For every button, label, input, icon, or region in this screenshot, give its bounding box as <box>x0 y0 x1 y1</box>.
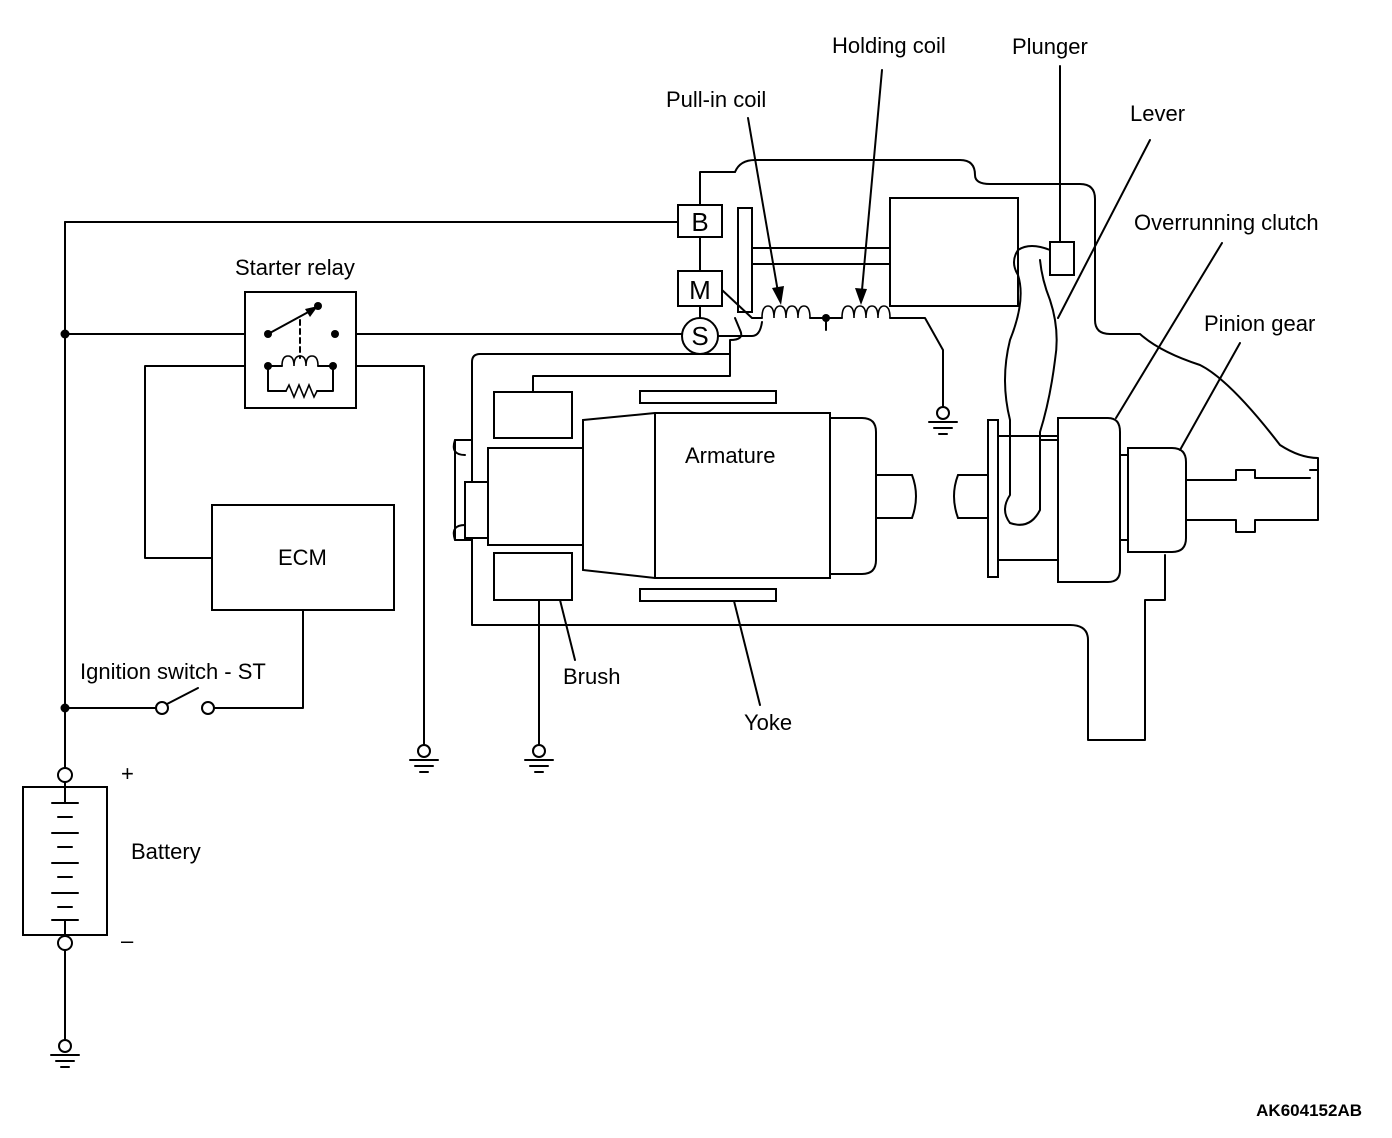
label-ecm: ECM <box>278 545 327 570</box>
yoke-magnets <box>640 391 776 601</box>
ground-solenoid <box>929 407 957 434</box>
label-plunger: Plunger <box>1012 34 1088 59</box>
terminal-b-label: B <box>691 207 708 237</box>
terminal-m <box>678 271 722 306</box>
starter-relay <box>245 292 356 408</box>
label-lever: Lever <box>1130 101 1185 126</box>
brush-assembly <box>494 392 572 745</box>
leader-lines <box>560 66 1240 705</box>
label-battery: Battery <box>131 839 201 864</box>
label-armature: Armature <box>685 443 775 468</box>
label-ignition-switch: Ignition switch - ST <box>80 659 266 684</box>
solenoid-coils <box>718 290 943 407</box>
label-battery-minus: – <box>121 928 134 953</box>
wiring <box>65 172 735 1040</box>
label-brush: Brush <box>563 664 620 689</box>
terminal-b <box>678 205 722 237</box>
ecm <box>212 505 394 610</box>
battery-symbol <box>23 768 107 950</box>
armature-assembly <box>465 413 990 578</box>
starter-housing <box>454 160 1318 740</box>
ignition-switch <box>156 688 214 714</box>
ground-relay <box>410 745 438 772</box>
label-starter-relay: Starter relay <box>235 255 355 280</box>
drive-assembly <box>988 250 1318 582</box>
junction-dots <box>60 329 70 713</box>
label-battery-plus: + <box>121 761 134 786</box>
ground-battery <box>51 1040 79 1067</box>
label-pull-in-coil: Pull-in coil <box>666 87 766 112</box>
terminal-m-label: M <box>689 275 711 305</box>
label-holding-coil: Holding coil <box>832 33 946 58</box>
figure-code: AK604152AB <box>1256 1101 1362 1120</box>
solenoid-core <box>738 180 1074 312</box>
ground-brush <box>525 745 553 772</box>
label-yoke: Yoke <box>744 710 792 735</box>
label-pinion-gear: Pinion gear <box>1204 311 1315 336</box>
terminal-s-label: S <box>691 321 708 351</box>
labels: Holding coil Plunger Pull-in coil Lever … <box>80 33 1362 1120</box>
label-overrunning-clutch: Overrunning clutch <box>1134 210 1319 235</box>
